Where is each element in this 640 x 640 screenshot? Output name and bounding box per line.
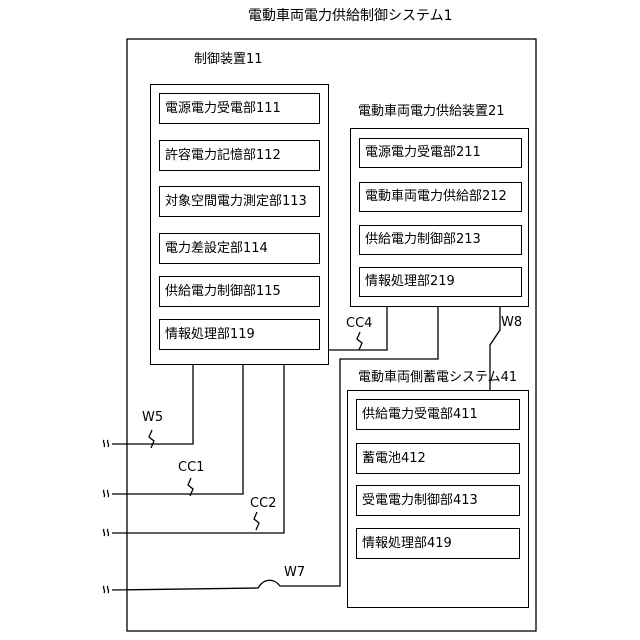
unit-419: 情報処理部419 xyxy=(356,528,520,559)
break-w7 xyxy=(103,586,108,593)
system-title: 電動車両電力供給制御システム1 xyxy=(248,8,453,24)
label-cc4: CC4 xyxy=(346,316,372,332)
cc1-squiggle xyxy=(188,478,193,496)
unit-119: 情報処理部119 xyxy=(159,319,320,350)
w5-squiggle xyxy=(149,430,154,448)
control-device-title: 制御装置11 xyxy=(194,52,263,68)
unit-412: 蓄電池412 xyxy=(356,443,520,474)
break-cc1 xyxy=(103,490,108,497)
unit-411: 供給電力受電部411 xyxy=(356,399,520,430)
unit-115: 供給電力制御部115 xyxy=(159,276,320,307)
break-w5 xyxy=(103,440,108,447)
unit-113: 対象空間電力測定部113 xyxy=(159,186,320,217)
storage-system-box: 供給電力受電部411 蓄電池412 受電電力制御部413 情報処理部419 xyxy=(347,390,529,608)
line-w5 xyxy=(112,365,193,444)
unit-112: 許容電力記憶部112 xyxy=(159,140,320,171)
label-w7: W7 xyxy=(284,565,305,581)
unit-211: 電源電力受電部211 xyxy=(359,138,522,168)
control-device-box: 電源電力受電部111 許容電力記憶部112 対象空間電力測定部113 電力差設定… xyxy=(150,84,329,365)
supply-device-title: 電動車両電力供給装置21 xyxy=(358,104,505,120)
unit-111: 電源電力受電部111 xyxy=(159,93,320,124)
unit-212: 電動車両電力供給部212 xyxy=(359,182,522,212)
unit-213: 供給電力制御部213 xyxy=(359,225,522,255)
supply-device-box: 電源電力受電部211 電動車両電力供給部212 供給電力制御部213 情報処理部… xyxy=(350,128,529,307)
unit-114: 電力差設定部114 xyxy=(159,233,320,264)
storage-system-title: 電動車両側蓄電システム41 xyxy=(358,370,517,386)
label-w5: W5 xyxy=(142,410,163,426)
label-cc2: CC2 xyxy=(250,496,276,512)
label-w8: W8 xyxy=(501,315,522,331)
unit-413: 受電電力制御部413 xyxy=(356,485,520,516)
cc4-squiggle xyxy=(357,332,362,350)
unit-219: 情報処理部219 xyxy=(359,267,522,297)
cc2-squiggle xyxy=(254,512,259,530)
label-cc1: CC1 xyxy=(178,460,204,476)
break-cc2 xyxy=(103,529,108,536)
